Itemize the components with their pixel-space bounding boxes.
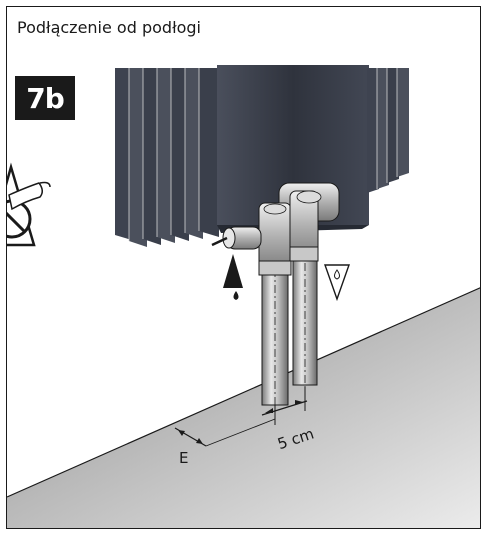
diagram-frame: 5 cm E Podłączenie od podłogi 7b bbox=[6, 6, 481, 529]
return-flow-arrow-icon bbox=[324, 264, 350, 302]
step-badge: 7b bbox=[15, 76, 75, 120]
floor bbox=[7, 287, 480, 528]
radiator-fins-left bbox=[115, 68, 219, 247]
page-title: Podłączenie od podłogi bbox=[17, 18, 201, 37]
valve-block bbox=[211, 182, 340, 276]
wall-gap-label: E bbox=[179, 449, 188, 467]
wall-gap-dimension bbox=[174, 418, 276, 447]
radiator-fins-right bbox=[367, 68, 409, 193]
teflon-tape-warning-icon bbox=[7, 162, 51, 247]
installation-illustration: 5 cm E bbox=[7, 65, 480, 528]
pipe-spacing-dimension bbox=[261, 387, 308, 425]
supply-flow-arrow-icon bbox=[223, 254, 243, 300]
floor-wall-edge bbox=[7, 287, 480, 498]
